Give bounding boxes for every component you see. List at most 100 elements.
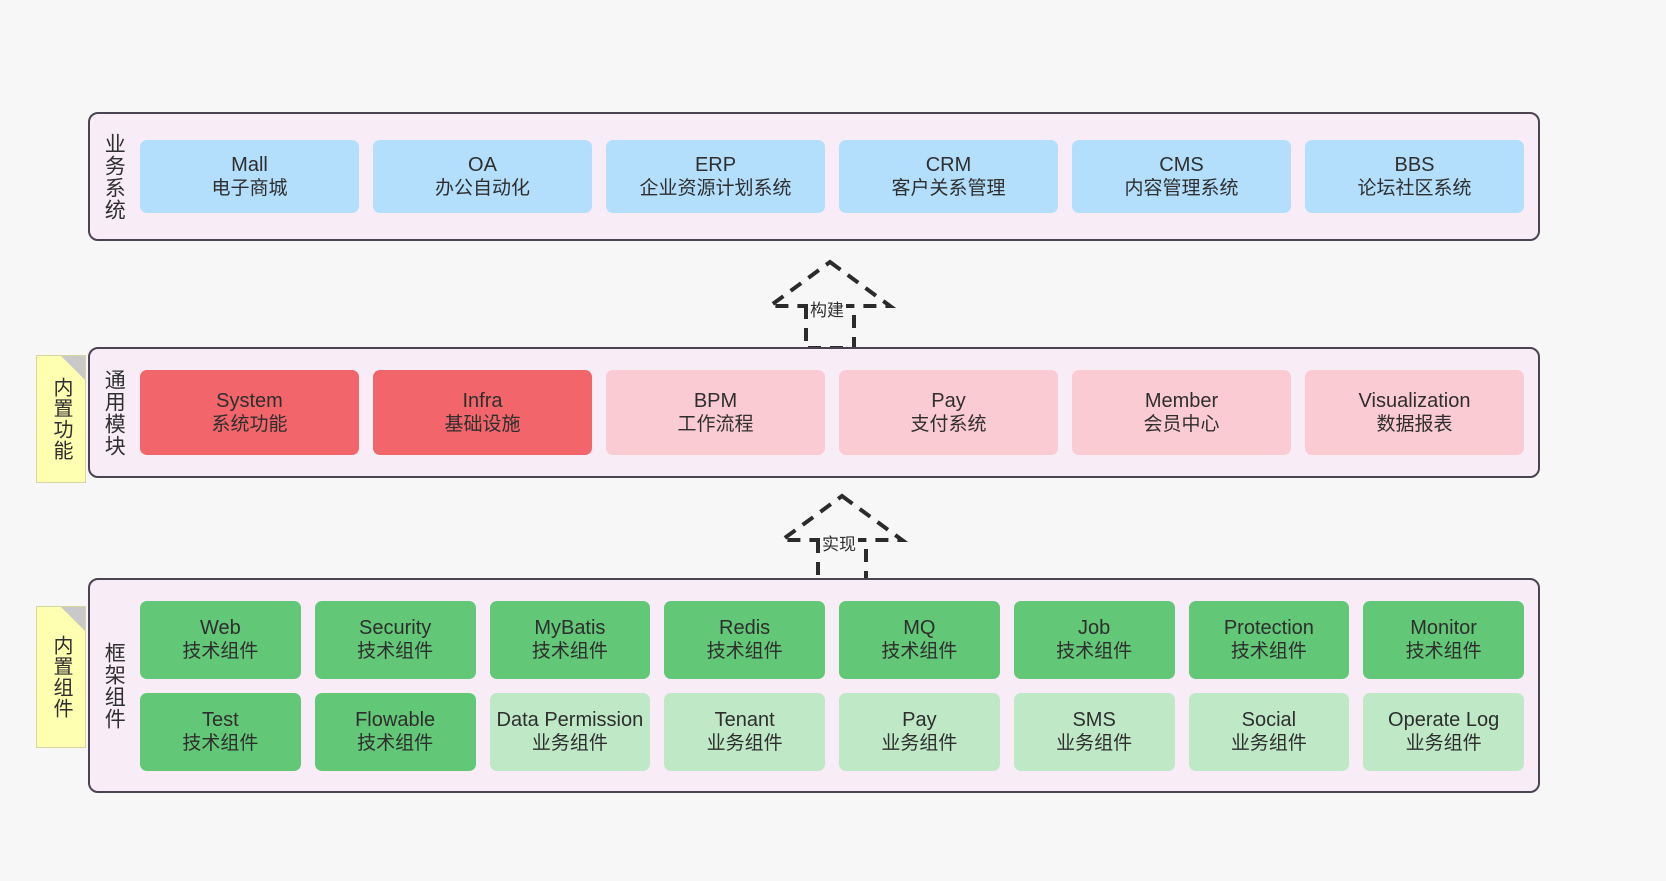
node-subtitle: 会员中心: [1143, 414, 1220, 436]
node-subtitle: 技术组件: [1230, 641, 1307, 663]
node-subtitle: 办公自动化: [434, 178, 530, 200]
node-subtitle: 技术组件: [182, 641, 259, 663]
node-subtitle: 工作流程: [677, 414, 754, 436]
layer-business-label: 业务系统: [102, 132, 126, 221]
node-title: Data Permission: [496, 708, 644, 731]
node-title: MyBatis: [534, 616, 606, 639]
node-title: Member: [1144, 389, 1219, 412]
node-subtitle: 客户关系管理: [891, 178, 1006, 200]
connector-build-label: 构建: [808, 296, 846, 321]
node-subtitle: 技术组件: [1405, 641, 1482, 663]
node-title: Test: [202, 708, 239, 731]
node-subtitle: 论坛社区系统: [1357, 178, 1472, 200]
node-title: Web: [199, 616, 241, 639]
node-title: Mall: [231, 153, 268, 176]
node-title: CRM: [925, 153, 972, 176]
node-subtitle: 内容管理系统: [1124, 178, 1239, 200]
node-subtitle: 业务组件: [706, 733, 783, 755]
node-subtitle: 技术组件: [881, 641, 958, 663]
node-title: Job: [1078, 616, 1111, 639]
node-title: Protection: [1223, 616, 1314, 639]
node-subtitle: 技术组件: [182, 733, 259, 755]
node-subtitle: 业务组件: [531, 733, 608, 755]
node-subtitle: 系统功能: [211, 414, 288, 436]
node-title: Redis: [719, 616, 771, 639]
node-title: Flowable: [355, 708, 436, 731]
note-builtin-components-label: 内置组件: [50, 635, 72, 719]
connector-build: 构建: [760, 258, 900, 350]
node-subtitle: 技术组件: [706, 641, 783, 663]
node-title: Security: [359, 616, 432, 639]
note-builtin-functions-label: 内置功能: [50, 377, 72, 461]
node-title: ERP: [694, 153, 737, 176]
node-subtitle: 技术组件: [1056, 641, 1133, 663]
node-subtitle: 技术组件: [531, 641, 608, 663]
node-subtitle: 业务组件: [881, 733, 958, 755]
node-title: Pay: [931, 389, 966, 412]
node-subtitle: 电子商城: [211, 178, 288, 200]
note-builtin-functions: 内置功能: [36, 355, 86, 483]
node-title: Monitor: [1410, 616, 1477, 639]
node-title: CMS: [1159, 153, 1204, 176]
node-title: Social: [1241, 708, 1297, 731]
layer-module-label: 通用模块: [102, 368, 126, 457]
note-fold-corner-icon: [61, 356, 85, 380]
connector-implement-label: 实现: [820, 530, 858, 555]
note-fold-corner-icon: [61, 607, 85, 631]
node-title: Pay: [902, 708, 937, 731]
node-title: MQ: [903, 616, 936, 639]
node-title: Infra: [462, 389, 503, 412]
node-subtitle: 企业资源计划系统: [639, 178, 792, 200]
node-title: BBS: [1394, 153, 1435, 176]
node-subtitle: 技术组件: [357, 733, 434, 755]
node-title: Operate Log: [1388, 708, 1500, 731]
node-subtitle: 业务组件: [1405, 733, 1482, 755]
node-subtitle: 业务组件: [1230, 733, 1307, 755]
node-title: Tenant: [714, 708, 775, 731]
node-title: OA: [468, 153, 497, 176]
node-subtitle: 技术组件: [357, 641, 434, 663]
node-subtitle: 支付系统: [910, 414, 987, 436]
node-subtitle: 基础设施: [444, 414, 521, 436]
layer-framework-label: 框架组件: [102, 641, 126, 730]
node-title: SMS: [1072, 708, 1116, 731]
